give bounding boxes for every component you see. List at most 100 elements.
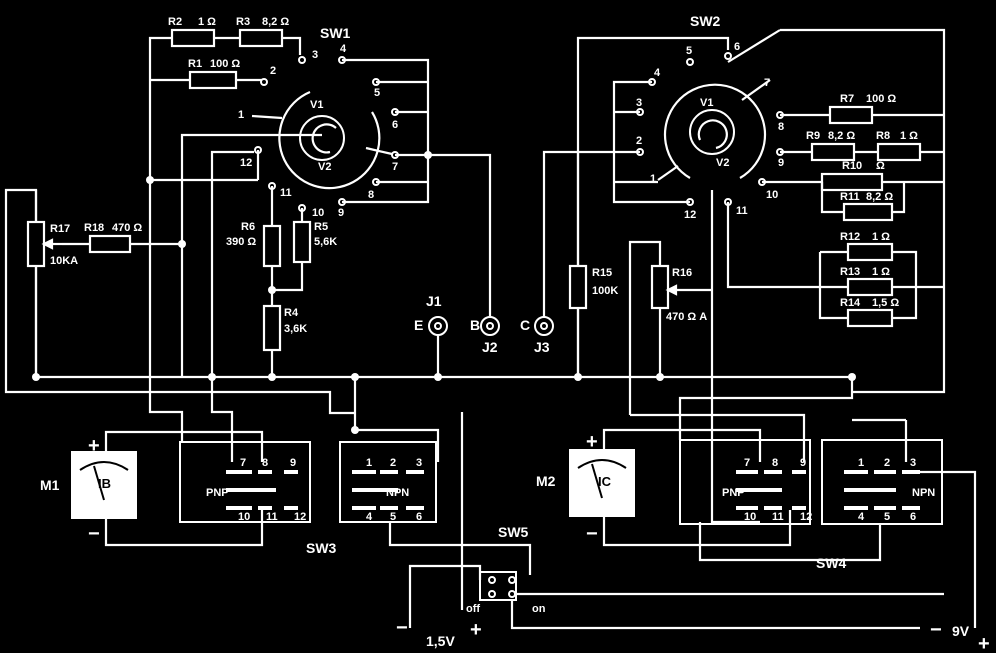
wire [270,262,304,292]
m2-face: IC [598,474,612,489]
sw2-v2: V2 [716,157,729,169]
sw1-pos-10: 10 [312,207,324,219]
wire [698,522,882,562]
sw2-center [689,109,735,155]
sw1-contact-2 [260,78,268,86]
sw4-pin-2: 2 [884,457,890,469]
r12-label: R12 [840,231,860,243]
sw1-v1: V1 [310,99,323,111]
r7-value: 100 Ω [866,93,896,105]
r3-value: 8,2 Ω [262,16,289,28]
sw2-rotor-ring[interactable] [663,83,767,179]
r6-resistor [262,224,282,268]
m1-label: M1 [40,477,60,493]
sw4-pin-4: 4 [858,511,865,523]
sw3-npn-section[interactable] [339,441,437,523]
jack-e-center [434,322,442,330]
sw1-contact-3 [298,56,306,64]
m2-scale [577,459,627,469]
sw3-pin-2: 2 [390,457,396,469]
sw4-pin-8: 8 [772,457,778,469]
sw1-pos-9: 9 [338,207,344,219]
sw3-pin-12: 12 [294,511,306,523]
sw4-pin-11: 11 [772,511,784,523]
r13-value: 1 Ω [872,266,890,278]
r8-value: 1 Ω [900,130,918,142]
sw2-wiper-2 [657,165,679,181]
m1-plus: + [88,435,100,457]
sw2-pos-11: 11 [736,205,748,217]
junction-dot [178,240,186,248]
wire [180,133,322,377]
wire-to-j2 [480,153,492,316]
sw3-pin-5: 5 [390,511,396,523]
wire-left-rail [148,36,172,377]
r14-resistor [846,308,894,328]
wire [612,80,690,204]
sw3-pnp-label: PNP [206,487,229,499]
sw1-pos-11: 11 [280,187,292,199]
r10-label: R10 [842,160,862,172]
r4-value: 3,6K [284,323,307,335]
r11-value: 8,2 Ω [866,191,893,203]
r9-value: 8,2 Ω [828,130,855,142]
r18-value: 470 Ω [112,222,142,234]
r5-value: 5,6K [314,236,337,248]
m2-minus: − [586,523,598,545]
r14-value: 1,5 Ω [872,297,899,309]
sw5-contact [508,576,516,584]
sw4-pin-6: 6 [910,511,916,523]
r16-pot[interactable] [650,264,670,310]
sw4-pnp-section[interactable] [679,439,811,525]
sw5-body[interactable] [479,571,517,601]
wire [210,377,234,462]
sw3-pin-9: 9 [290,457,296,469]
sw2-v1: V1 [700,97,713,109]
sw2-label: SW2 [690,13,721,29]
sw3-pin-7: 7 [240,457,246,469]
r4-resistor [262,304,282,352]
wire [353,377,440,462]
r3-resistor [238,28,284,48]
j1-label: J1 [426,293,442,309]
v15-plus: + [470,619,482,641]
junction-dot [146,176,154,184]
sw3-pin-1: 1 [366,457,372,469]
sw1-rotor-ring[interactable] [278,90,381,190]
sw2-pos-12: 12 [684,209,696,221]
sw2-pos-2: 2 [636,135,642,147]
sw1-pos-1: 1 [238,109,244,121]
sw4-pin-7: 7 [744,457,750,469]
wire [282,36,302,55]
sw3-pin-6: 6 [416,511,422,523]
sw4-pin-10: 10 [744,511,756,523]
r18-label: R18 [84,222,104,234]
wire [892,182,906,214]
r13-label: R13 [840,266,860,278]
r7-resistor [828,105,874,125]
wire [892,250,918,320]
sw2-rotation-arrow [697,119,728,150]
r5-resistor [292,220,312,264]
sw4-pin-1: 1 [858,457,864,469]
sw3-pnp-section[interactable] [179,441,311,523]
r17-wiper-arrow [41,238,54,250]
r14-label: R14 [840,297,861,309]
sw5-off-label: off [466,603,480,615]
m2-plus: + [586,431,598,453]
sw2-pos-3: 3 [636,97,642,109]
r2-value: 1 Ω [198,16,216,28]
sw1-pos-7: 7 [392,161,398,173]
r10-resistor [820,172,884,192]
sw4-pin-12: 12 [800,511,812,523]
wire [510,600,920,630]
r9-label: R9 [806,130,820,142]
sw4-npn-section[interactable] [821,439,943,525]
jack-b-label: B [470,317,480,333]
sw2-pos-10: 10 [766,189,778,201]
wire [148,377,184,442]
wire [388,522,532,575]
r16-value: 470 Ω A [666,311,707,323]
sw1-pos-6: 6 [392,119,398,131]
m1-needle [93,465,105,501]
